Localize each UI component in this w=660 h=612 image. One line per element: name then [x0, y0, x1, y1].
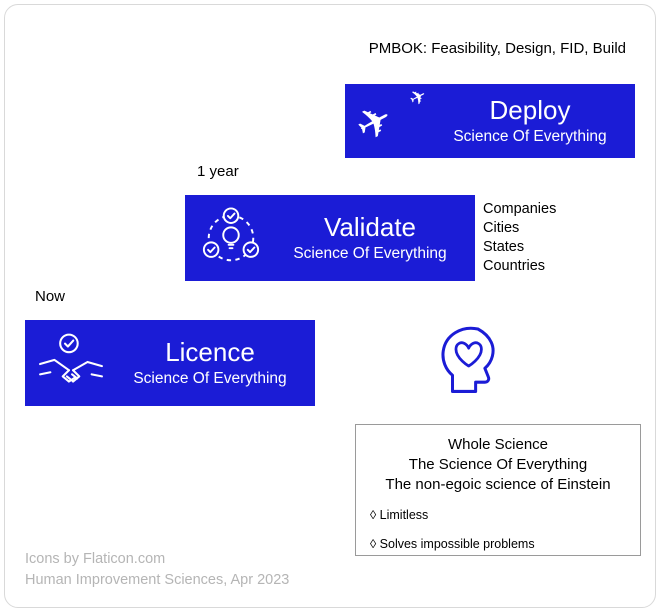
whole-science-line1: Whole Science — [447, 436, 549, 453]
licence-time-label: Now — [35, 288, 66, 305]
jet-glyph-large: ✈ — [347, 93, 401, 152]
validate-target-item: States — [483, 239, 525, 255]
whole-science-line2: The Science Of Everything — [408, 456, 588, 473]
stage-deploy: ✈ ✈ Deploy Science Of Everything — [345, 84, 635, 158]
stage-deploy-subtitle: Science Of Everything — [453, 128, 607, 146]
whole-science-bullet-problems: ◊ Solves impossible problems — [370, 537, 535, 551]
validate-targets-list: Companies Cities States Countries — [483, 200, 556, 276]
validate-target-item: Countries — [483, 258, 546, 274]
credit-author-date: Human Improvement Sciences, Apr 2023 — [25, 572, 290, 588]
handshake-check-icon — [39, 333, 103, 383]
stage-licence: Licence Science Of Everything — [25, 320, 315, 406]
validate-target-item: Cities — [483, 220, 520, 236]
whole-science-box: Whole Science The Science Of Everything … — [355, 424, 641, 556]
stage-licence-title: Licence — [165, 336, 255, 367]
stage-deploy-title: Deploy — [489, 94, 571, 125]
fighter-jets-icon: ✈ ✈ — [345, 84, 437, 152]
whole-science-bullet-limitless: ◊ Limitless — [370, 508, 429, 522]
stage-validate-title: Validate — [323, 211, 417, 242]
validate-target-item: Companies — [483, 201, 557, 217]
stage-licence-subtitle: Science Of Everything — [133, 370, 287, 388]
stage-validate: Validate Science Of Everything — [185, 195, 475, 281]
validation-cycle-icon — [202, 207, 260, 262]
head-heart-icon — [434, 324, 508, 408]
jet-glyph-small: ✈ — [406, 84, 432, 112]
validate-time-label: 1 year — [197, 163, 239, 180]
pmbok-label: PMBOK: Feasibility, Design, FID, Build — [368, 40, 626, 57]
whole-science-line3: The non-egoic science of Einstein — [385, 476, 611, 493]
credit-flaticon: Icons by Flaticon.com — [25, 551, 166, 567]
stage-validate-subtitle: Science Of Everything — [293, 245, 447, 263]
